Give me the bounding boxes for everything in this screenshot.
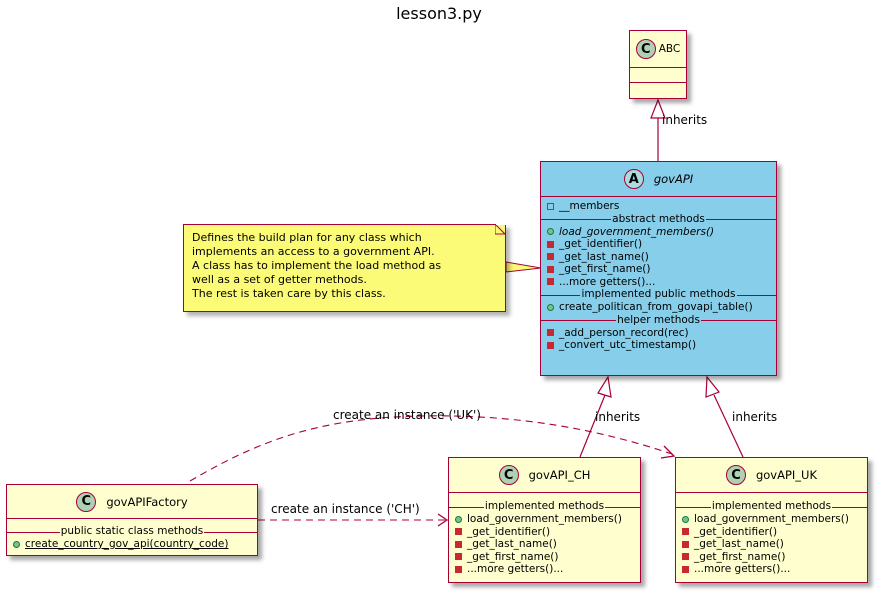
inherits-label-uk: inherits [732,410,778,424]
class-abc[interactable]: C ABC [629,30,687,99]
class-govapi-uk[interactable]: C govAPI_UK implemented methods load_gov… [675,457,868,583]
method-item: create_politican_from_govapi_table() [541,301,776,314]
inherit-arrowhead-abc [650,98,666,119]
method-item: create_country_gov_api(country_code) [7,538,257,551]
inherit-arrowhead-ch [597,375,612,398]
inherit-line-uk [713,394,744,458]
create-instance-uk-label: create an instance ('UK') [333,408,481,422]
public-method-icon [682,515,689,523]
class-name: govAPI_UK [755,468,818,482]
method-item: ...more getters()... [449,563,640,576]
private-field-icon [547,202,554,210]
create-instance-ch-label: create an instance ('CH') [271,502,420,516]
class-name: ABC [658,43,681,55]
note-connector [505,261,542,273]
inherit-arrowhead-uk [705,375,720,398]
note-line: implements an access to a government API… [192,245,435,258]
dependency-arrowhead-uk [660,445,676,459]
class-header: C govAPIFactory [7,485,257,519]
note-govapi: Defines the build plan for any class whi… [183,224,506,312]
class-icon: C [498,465,519,485]
method-item: load_government_members() [449,513,640,526]
section-implemented-public-methods: implemented public methods [541,288,776,301]
public-method-icon [547,303,554,311]
class-icon: C [725,465,746,485]
method-item: _convert_utc_timestamp() [541,339,776,352]
private-method-icon [682,528,689,536]
method-item: _get_last_name() [449,538,640,551]
method-item: _get_first_name() [449,551,640,564]
note-line: A class has to implement the load method… [192,259,442,272]
method-item: _add_person_record(rec) [541,327,776,340]
private-method-icon [455,528,462,536]
field-members: __members [541,200,776,213]
private-method-icon [455,565,462,573]
method-item: _get_identifier() [541,238,776,251]
class-header: C ABC [630,31,686,68]
inherits-label-ch: inherits [595,410,641,424]
section-helper-methods: helper methods [541,313,776,327]
class-fields-empty [630,68,686,83]
class-header: C govAPI_CH [449,458,640,493]
class-govapifactory[interactable]: C govAPIFactory public static class meth… [6,484,258,556]
private-method-icon [547,240,554,248]
class-icon: C [635,39,656,59]
class-icon: C [76,491,97,512]
method-item: ...more getters()... [676,563,867,576]
note-line: The rest is taken care by this class. [192,287,386,300]
section-public-static-methods: public static class methods [7,525,257,538]
private-method-icon [455,553,462,561]
private-method-icon [455,540,462,548]
note-line: Defines the build plan for any class whi… [192,231,422,244]
section-implemented-methods: implemented methods [449,500,640,513]
method-item: load_government_members() [676,513,867,526]
method-item: _get_first_name() [676,551,867,564]
private-method-icon [547,278,554,286]
method-item: _get_last_name() [541,251,776,264]
dependency-line-uk [189,415,673,482]
note-fold-icon [495,224,506,235]
private-method-icon [547,341,554,349]
method-item: _get_last_name() [676,538,867,551]
private-method-icon [682,540,689,548]
class-name: govAPI [653,172,694,186]
method-item: _get_identifier() [449,526,640,539]
private-method-icon [682,553,689,561]
method-item: _get_first_name() [541,263,776,276]
note-line: well as a set of getter methods. [192,273,367,286]
inherits-label-abc: inherits [662,113,708,127]
class-name: govAPIFactory [106,494,188,509]
inherit-line-ch [579,394,606,458]
class-name: govAPI_CH [528,468,591,482]
diagram-title: lesson3.py [396,4,482,23]
section-abstract-methods: abstract methods [541,212,776,226]
method-item: _get_identifier() [676,526,867,539]
dependency-arrowhead-ch [437,513,449,527]
public-method-icon [455,515,462,523]
method-item: load_government_members() [541,226,776,239]
class-govapi[interactable]: A govAPI __members abstract methods load… [540,161,777,376]
private-method-icon [547,329,554,337]
private-method-icon [682,565,689,573]
public-method-icon [13,540,20,548]
private-method-icon [547,265,554,273]
class-header: A govAPI [541,162,776,197]
abstract-icon: A [623,169,644,189]
class-header: C govAPI_UK [676,458,867,493]
private-method-icon [547,253,554,261]
method-item: ...more getters()... [541,276,776,289]
class-govapi-ch[interactable]: C govAPI_CH implemented methods load_gov… [448,457,641,583]
section-implemented-methods: implemented methods [676,500,867,513]
public-method-icon [547,228,554,236]
